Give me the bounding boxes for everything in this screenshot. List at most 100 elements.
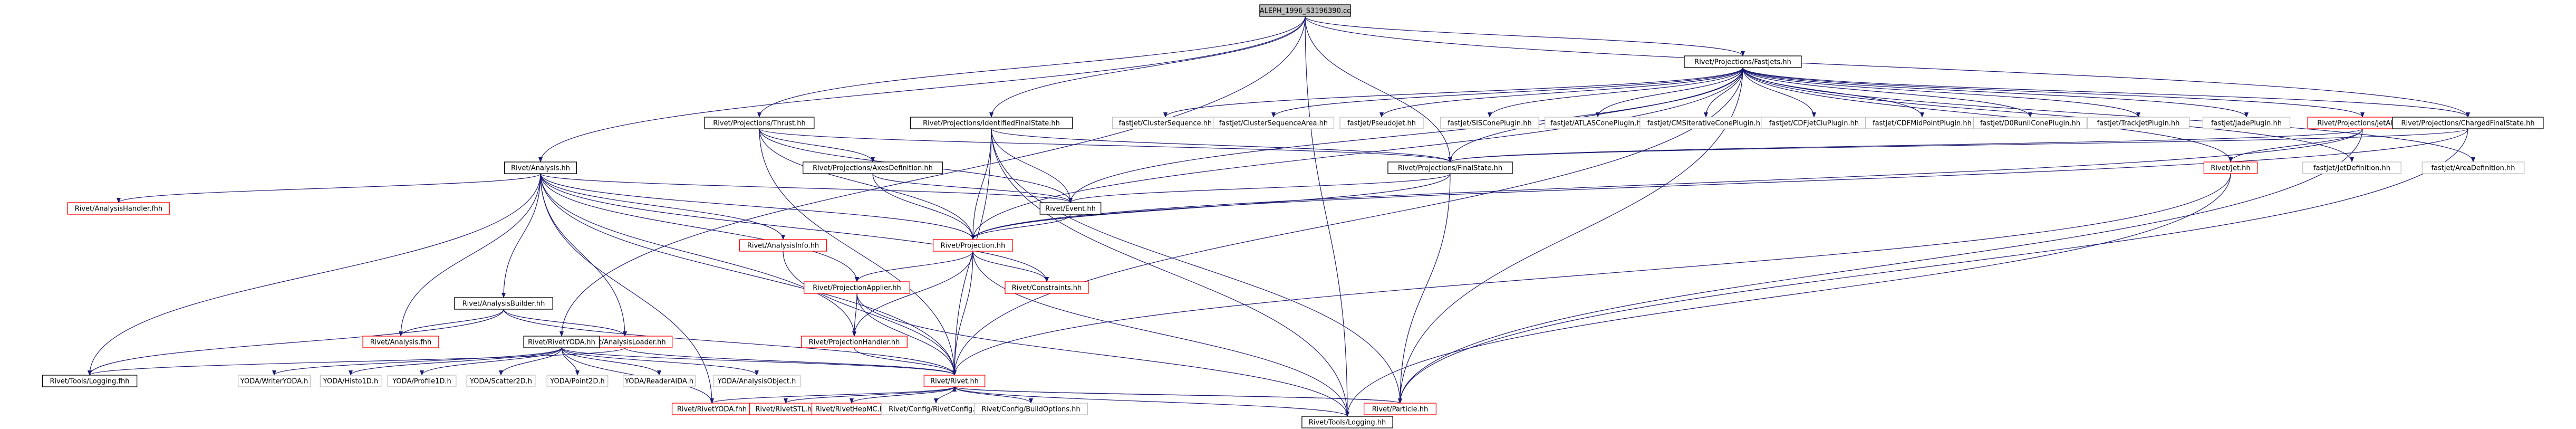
edge-rivetyoda-to-analysisobject <box>561 347 759 376</box>
node-siscone: fastjet/SISConePlugin.hh <box>1440 117 1539 129</box>
node-projapplier[interactable]: Rivet/ProjectionApplier.hh <box>804 281 910 294</box>
node-constraints[interactable]: Rivet/Constraints.hh <box>1005 281 1089 294</box>
node-label-thrust: Rivet/Projections/Thrust.hh <box>713 120 806 128</box>
node-box-analysisbuilder <box>454 297 553 310</box>
edge-analysisbuilder-to-toolslogging1 <box>88 309 504 376</box>
edge-fastjets-to-trackjet <box>1742 67 2140 118</box>
node-box-pseudojet <box>1339 117 1424 129</box>
edge-fastjets-to-jade <box>1742 67 2249 118</box>
edge-fastjets-to-finalstate <box>1448 67 1743 163</box>
node-axesdef[interactable]: Rivet/Projections/AxesDefinition.hh <box>803 161 943 174</box>
node-box-event <box>1039 202 1102 215</box>
node-particle[interactable]: Rivet/Particle.hh <box>1363 403 1436 415</box>
node-jade: fastjet/JadePlugin.hh <box>2202 117 2291 129</box>
edge-rivetyoda-to-scatter2d <box>499 347 562 376</box>
edge-analysis-to-toolslogging1 <box>88 173 541 376</box>
edge-fastjets-to-chargedfs <box>1742 67 2470 118</box>
edge-analysis-to-constraints <box>540 173 1049 282</box>
node-box-projection <box>932 239 1014 252</box>
node-finalstate[interactable]: Rivet/Projections/FinalState.hh <box>1387 161 1513 174</box>
node-rivetstl[interactable]: Rivet/RivetSTL.hh <box>749 403 823 415</box>
node-box-particle <box>1363 403 1436 415</box>
node-analysisfhh[interactable]: Rivet/Analysis.fhh <box>362 336 439 348</box>
node-label-axesdef: Rivet/Projections/AxesDefinition.hh <box>813 165 933 173</box>
edge-rivetyoda-to-writeryoda <box>272 347 562 376</box>
node-d0run2: fastjet/D0RunIIConePlugin.hh <box>1973 117 2088 129</box>
node-projhandler[interactable]: Rivet/ProjectionHandler.hh <box>801 336 908 348</box>
node-label-pseudojet: fastjet/PseudoJet.hh <box>1347 120 1416 128</box>
node-jet[interactable]: Rivet/Jet.hh <box>2203 161 2258 174</box>
node-label-fastjets: Rivet/Projections/FastJets.hh <box>1694 59 1791 66</box>
edge-root-to-analysis <box>538 16 1306 163</box>
node-jetalg[interactable]: Rivet/Projections/JetAlg.hh <box>2307 117 2418 129</box>
node-point2d: YODA/Point2D.h <box>546 375 609 387</box>
node-box-d0run2 <box>1973 117 2088 129</box>
edge-rivetyoda-to-point2d <box>561 347 580 376</box>
node-box-profile1d <box>387 375 457 387</box>
node-rivethh[interactable]: Rivet/Rivet.hh <box>923 375 986 387</box>
node-box-analysisobject <box>712 375 801 387</box>
node-label-toolslogging2: Rivet/Tools/Logging.hh <box>1309 419 1386 427</box>
node-analysishandler[interactable]: Rivet/AnalysisHandler.fhh <box>67 202 170 215</box>
edge-thrust-to-projection <box>759 128 975 240</box>
node-label-analysishandler: Rivet/AnalysisHandler.fhh <box>75 205 163 213</box>
node-box-axesdef <box>803 161 943 174</box>
edge-idfs-to-projection <box>971 128 992 240</box>
node-event[interactable]: Rivet/Event.hh <box>1039 202 1102 215</box>
node-cdfmidpoint: fastjet/CDFMidPointPlugin.hh <box>1865 117 1980 129</box>
edge-particle-to-rivethh <box>952 386 1401 404</box>
edge-analysis-to-projhandler <box>540 173 856 337</box>
edge-analysis-to-analysisfhh <box>399 173 541 337</box>
edge-projection-to-projhandler <box>852 251 973 337</box>
node-label-analysisinfo: Rivet/AnalysisInfo.hh <box>747 242 819 250</box>
node-analysisinfo[interactable]: Rivet/AnalysisInfo.hh <box>739 239 827 252</box>
node-label-siscone: fastjet/SISConePlugin.hh <box>1448 120 1532 128</box>
edge-rivethh-to-rivetyodafhh <box>710 386 955 404</box>
edge-fastjets-to-pseudojet <box>1379 67 1743 118</box>
node-box-fastjets <box>1684 55 1802 68</box>
edge-projection-to-rivethh <box>952 251 973 376</box>
node-chargedfs[interactable]: Rivet/Projections/ChargedFinalState.hh <box>2392 117 2544 129</box>
node-label-writeryoda: YODA/WriterYODA.h <box>240 378 308 386</box>
node-toolslogging1[interactable]: Rivet/Tools/Logging.fhh <box>42 375 138 387</box>
edge-analysisbuilder-to-rivethh <box>503 309 957 376</box>
edge-fastjets-to-siscone <box>1488 67 1743 118</box>
node-label-analysis: Rivet/Analysis.hh <box>511 165 570 173</box>
node-rivethepmc[interactable]: Rivet/RivetHepMC.hh <box>811 403 892 415</box>
edge-axesdef-to-projection <box>872 173 975 240</box>
node-label-jetdef: fastjet/JetDefinition.hh <box>2313 165 2390 173</box>
node-box-readeraida <box>623 375 696 387</box>
node-label-particle: Rivet/Particle.hh <box>1372 406 1428 414</box>
node-label-projapplier: Rivet/ProjectionApplier.hh <box>813 284 901 292</box>
node-rivetconfig: Rivet/Config/RivetConfig.hh <box>881 403 991 415</box>
node-analysis[interactable]: Rivet/Analysis.hh <box>504 161 577 174</box>
edge-fastjets-to-cdfjetclu <box>1742 67 1816 118</box>
node-label-analysisobject: YODA/AnalysisObject.h <box>717 378 796 386</box>
node-fastjets[interactable]: Rivet/Projections/FastJets.hh <box>1684 55 1802 68</box>
edge-fastjets-to-jetdef <box>1742 67 2354 163</box>
node-rivetyodafhh[interactable]: Rivet/RivetYODA.fhh <box>671 403 752 415</box>
node-projection[interactable]: Rivet/Projection.hh <box>932 239 1014 252</box>
edge-idfs-to-event <box>991 128 1073 203</box>
node-box-scatter2d <box>466 375 536 387</box>
node-rivetyoda[interactable]: Rivet/RivetYODA.hh <box>523 336 600 348</box>
node-toolslogging2[interactable]: Rivet/Tools/Logging.hh <box>1301 416 1393 428</box>
node-label-constraints: Rivet/Constraints.hh <box>1012 284 1082 292</box>
edge-rivethh-to-buildoptions <box>954 386 1033 404</box>
edge-chargedfs-to-finalstate <box>1448 128 2468 163</box>
node-analysisbuilder[interactable]: Rivet/AnalysisBuilder.hh <box>454 297 553 310</box>
node-label-scatter2d: YODA/Scatter2D.h <box>469 378 532 386</box>
node-histo1d: YODA/Histo1D.h <box>320 375 382 387</box>
node-idfs[interactable]: Rivet/Projections/IdentifiedFinalState.h… <box>910 117 1073 129</box>
edge-projection-to-projapplier <box>855 251 973 282</box>
edge-finalstate-to-event <box>1068 173 1451 203</box>
node-thrust[interactable]: Rivet/Projections/Thrust.hh <box>704 117 815 129</box>
node-box-jetdef <box>2302 161 2401 174</box>
edge-analysis-to-analysisinfo <box>540 173 785 240</box>
node-jetdef: fastjet/JetDefinition.hh <box>2302 161 2401 174</box>
node-box-analysishandler <box>67 202 170 215</box>
edge-chargedfs-to-projection <box>971 128 2468 240</box>
node-profile1d: YODA/Profile1D.h <box>387 375 457 387</box>
node-label-rivethepmc: Rivet/RivetHepMC.hh <box>815 406 888 414</box>
